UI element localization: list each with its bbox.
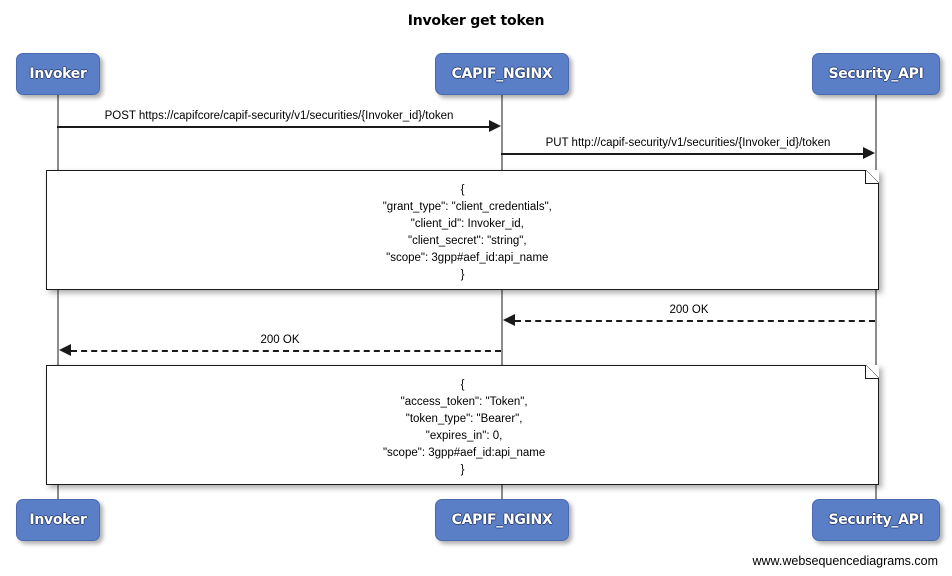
participant-label-invoker: Invoker (29, 66, 87, 82)
participant-label-capif-nginx: CAPIF_NGINX (451, 66, 553, 82)
note-response-line-4: "scope": 3gpp#aef_id:api_name (379, 447, 546, 459)
page-title: Invoker get token (407, 13, 545, 29)
participant-box-security-api-bottom[interactable]: Security_API (812, 499, 940, 541)
message-line-4 (71, 350, 501, 352)
note-request-shape (46, 170, 879, 290)
participant-box-security-api-top[interactable]: Security_API (812, 53, 940, 95)
note-response: { "access_token": "Token", "token_type":… (46, 365, 879, 485)
note-request-line-1: "grant_type": "client_credentials", (373, 201, 552, 213)
message-label-4: 200 OK (260, 334, 300, 346)
participant-label-capif-nginx-bottom: CAPIF_NGINX (451, 512, 553, 528)
message-label-2: PUT http://capif-security/v1/securities/… (545, 137, 831, 149)
message-arrowhead-3 (503, 314, 515, 326)
note-request-line-0: { (460, 184, 465, 196)
message-line-3 (515, 320, 875, 322)
note-response-line-2: "token_type": "Bearer", (402, 413, 523, 425)
footer-watermark: www.websequencediagrams.com (752, 554, 938, 568)
note-response-line-5: } (460, 464, 465, 476)
note-response-line-0: { (460, 379, 465, 391)
message-line-1 (57, 126, 491, 128)
participant-label-security-api: Security_API (828, 66, 924, 82)
note-request-fold-icon (865, 170, 879, 184)
note-response-line-3: "expires_in": 0, (422, 430, 503, 442)
message-line-2 (501, 153, 864, 155)
note-response-line-1: "access_token": "Token", (397, 396, 528, 408)
message-arrowhead-1 (489, 120, 501, 132)
note-response-body: { "access_token": "Token", "token_type":… (46, 365, 879, 479)
participant-box-invoker-bottom[interactable]: Invoker (16, 499, 100, 541)
note-response-shape (46, 365, 879, 485)
lifeline-invoker (57, 95, 59, 499)
note-request-body: { "grant_type": "client_credentials", "c… (46, 170, 879, 284)
note-request-line-3: "client_secret": "string", (398, 235, 527, 247)
message-label-3: 200 OK (669, 304, 709, 316)
participant-label-security-api-bottom: Security_API (828, 512, 924, 528)
participant-box-capif-nginx-bottom[interactable]: CAPIF_NGINX (435, 499, 569, 541)
note-request-line-5: } (460, 269, 465, 281)
participant-box-capif-nginx-top[interactable]: CAPIF_NGINX (435, 53, 569, 95)
lifeline-security-api (875, 95, 877, 499)
note-request: { "grant_type": "client_credentials", "c… (46, 170, 879, 290)
note-request-line-2: "client_id": Invoker_id, (401, 218, 524, 230)
message-label-1: POST https://capifcore/capif-security/v1… (104, 110, 454, 122)
message-arrowhead-4 (59, 344, 71, 356)
note-response-fold-icon (865, 365, 879, 379)
message-arrowhead-2 (863, 147, 875, 159)
participant-box-invoker-top[interactable]: Invoker (16, 53, 100, 95)
lifeline-capif-nginx (501, 95, 503, 499)
note-request-line-4: "scope": 3gpp#aef_id:api_name (376, 252, 549, 264)
participant-label-invoker-bottom: Invoker (29, 512, 87, 528)
